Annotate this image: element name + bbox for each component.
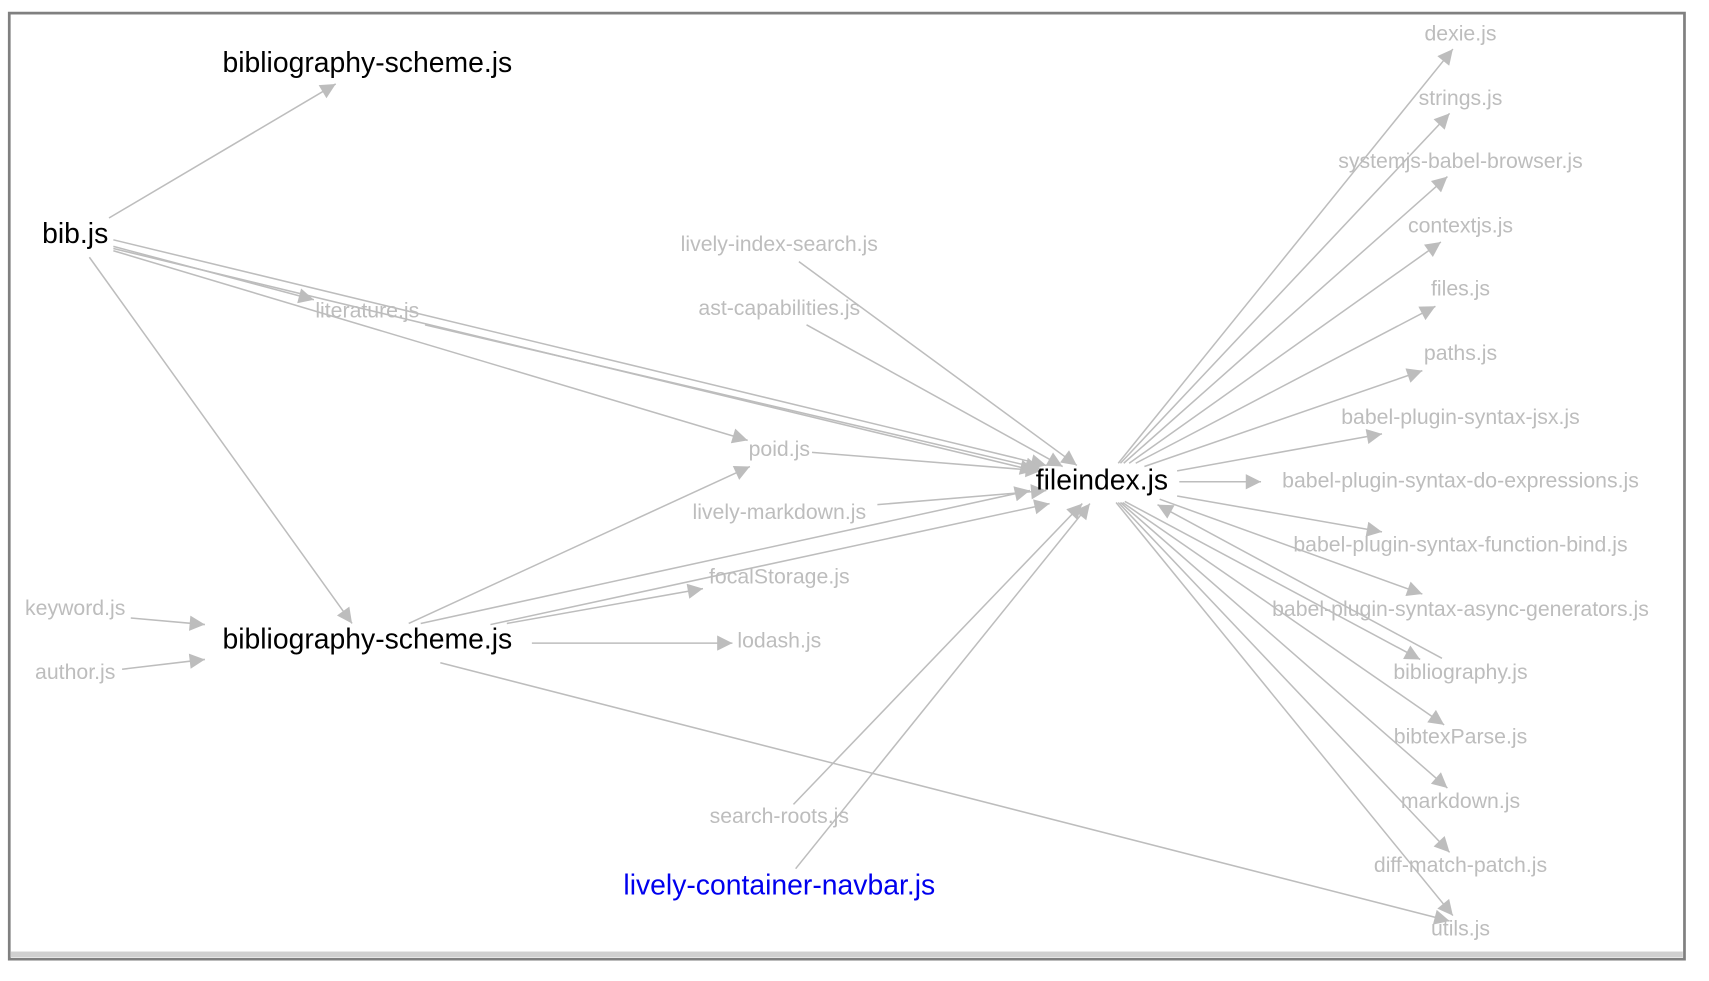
graph-node-bibliography-scheme: bibliography-scheme.js: [222, 623, 512, 655]
edge-author-js-to-bibliography-scheme-js: [121, 653, 205, 671]
edge-fileindex-js-to-babel-plugin-syntax-async-generators-js: [1159, 498, 1423, 597]
edge-fileindex-js-to-systemjs-babel-browser-js: [1123, 176, 1448, 464]
graph-node-paths: paths.js: [1424, 341, 1497, 365]
edge-fileindex-js-to-files-js: [1135, 305, 1436, 464]
edge-fileindex-js-to-markdown-js: [1119, 501, 1448, 789]
edge-bibliography-scheme-js-to-poid-js: [408, 465, 751, 625]
graph-node-dexie: dexie.js: [1424, 22, 1496, 46]
edge-fileindex-js-to-babel-plugin-syntax-jsx-js: [1176, 429, 1383, 472]
graph-node-keyword: keyword.js: [25, 596, 125, 620]
graph-node-bibliography-scheme: bibliography-scheme.js: [222, 47, 512, 79]
graph-node-diff-match-patch: diff-match-patch.js: [1374, 853, 1547, 877]
edge-poid-js-to-fileindex-js: [811, 451, 1041, 478]
graph-node-lively-container-navbar[interactable]: lively-container-navbar.js: [623, 870, 935, 902]
edge-bib-js-to-poid-js: [113, 249, 748, 444]
graph-frame: [7, 11, 1686, 961]
edge-fileindex-js-to-diff-match-patch-js: [1117, 501, 1451, 853]
edge-fileindex-js-to-paths-js: [1144, 368, 1423, 468]
graph-node-author: author.js: [35, 660, 115, 684]
edge-fileindex-js-to-strings-js: [1119, 112, 1451, 464]
graph-node-contextjs: contextjs.js: [1408, 213, 1513, 237]
horizontal-scrollbar-track[interactable]: [10, 951, 1683, 957]
graph-node-babel-plugin-syntax-jsx: babel-plugin-syntax-jsx.js: [1341, 405, 1580, 429]
edge-bibliography-scheme-js-to-focalStorage-js: [506, 583, 704, 625]
nodes-layer: bibliography-scheme.js bib.js bibliography…: [25, 22, 1649, 941]
graph-node-fileindex: fileindex.js: [1036, 464, 1168, 496]
edge-bibliography-scheme-js-to-fileindex-js: [420, 486, 1031, 625]
edge-bib-js-to-bibliography-scheme-js: [108, 83, 337, 219]
graph-node-literature: literature.js: [315, 298, 419, 322]
edge-fileindex-js-to-bibtexParse-js: [1122, 501, 1445, 726]
edge-lively-index-search-js-to-fileindex-js: [798, 261, 1078, 467]
edge-bibliography-scheme-js-to-fileindex-js: [490, 499, 1050, 626]
graph-node-lively-markdown: lively-markdown.js: [692, 500, 866, 524]
edge-bib-js-to-fileindex-js: [113, 239, 1047, 470]
edges-layer: [88, 48, 1454, 925]
graph-node-bib: bib.js: [42, 218, 108, 250]
edge-fileindex-js-to-contextjs-js: [1128, 241, 1442, 464]
edge-lively-container-navbar-js-to-fileindex-js: [795, 503, 1091, 870]
edge-bib-js-to-bibliography-scheme-js: [88, 256, 353, 624]
graph-node-lodash: lodash.js: [737, 629, 821, 653]
graph-node-utils: utils.js: [1431, 916, 1490, 940]
edge-literature-js-to-fileindex-js: [424, 324, 1042, 473]
graph-node-babel-plugin-syntax-async-generators: babel-plugin-syntax-async-generators.js: [1272, 597, 1649, 621]
graph-node-bibtexParse: bibtexParse.js: [1394, 725, 1527, 749]
graph-node-babel-plugin-syntax-do-expressions: babel-plugin-syntax-do-expressions.js: [1282, 468, 1639, 492]
graph-node-systemjs-babel-browser: systemjs-babel-browser.js: [1338, 149, 1582, 173]
graph-node-focalStorage: focalStorage.js: [709, 564, 850, 588]
graph-node-lively-index-search: lively-index-search.js: [681, 232, 878, 256]
graph-node-strings: strings.js: [1419, 86, 1503, 110]
edge-search-roots-js-to-fileindex-js: [792, 503, 1083, 805]
edge-keyword-js-to-bibliography-scheme-js: [130, 615, 205, 631]
edge-bibliography-scheme-js-to-utils-js: [440, 661, 1450, 925]
edge-fileindex-js-to-bibliography-js: [1124, 500, 1421, 661]
edge-bibliography-js-to-fileindex-js: [1157, 503, 1443, 660]
graph-node-files: files.js: [1431, 277, 1490, 301]
graph-node-markdown: markdown.js: [1401, 789, 1520, 813]
edge-lively-markdown-js-to-fileindex-js: [877, 484, 1047, 506]
edge-fileindex-js-to-utils-js: [1115, 502, 1454, 917]
edge-fileindex-js-to-dexie-js: [1117, 48, 1454, 464]
graph-node-ast-capabilities: ast-capabilities.js: [698, 296, 860, 320]
graph-node-search-roots: search-roots.js: [710, 804, 849, 828]
graph-node-poid: poid.js: [749, 437, 810, 461]
graph-node-babel-plugin-syntax-function-bind: babel-plugin-syntax-function-bind.js: [1293, 533, 1627, 557]
graph-node-bibliography: bibliography.js: [1393, 660, 1527, 684]
edge-ast-capabilities-js-to-fileindex-js: [806, 324, 1064, 468]
edge-fileindex-js-to-babel-plugin-syntax-function-bind-js: [1176, 495, 1383, 537]
